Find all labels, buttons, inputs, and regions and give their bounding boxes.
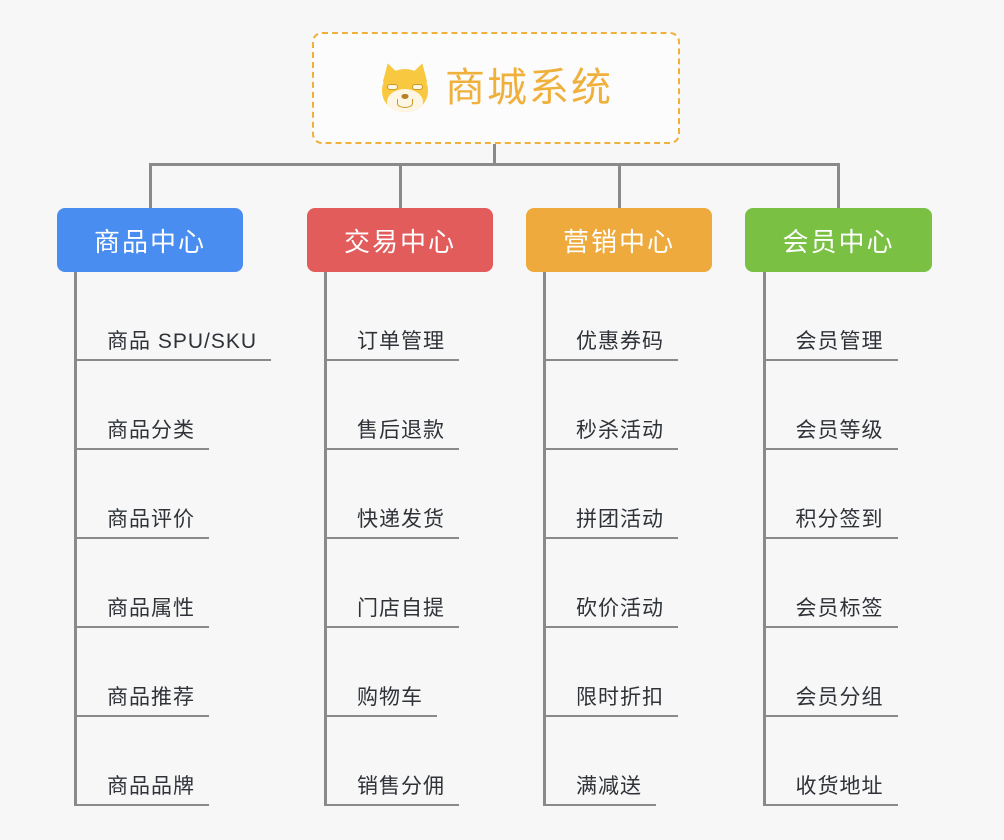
shiba-dog-icon bbox=[378, 60, 432, 113]
shiba-mouth-icon bbox=[397, 99, 413, 108]
leaf-label: 商品 SPU/SKU bbox=[107, 330, 258, 353]
leaf-underline: 门店自提 bbox=[327, 592, 459, 628]
leaf-item[interactable]: 售后退款 bbox=[324, 361, 459, 450]
leaf-label: 会员管理 bbox=[795, 330, 884, 353]
leaf-underline: 售后退款 bbox=[327, 414, 459, 450]
leaf-label: 订单管理 bbox=[357, 330, 445, 353]
leaf-item[interactable]: 拼团活动 bbox=[543, 450, 678, 539]
leaf-label: 购物车 bbox=[357, 686, 423, 709]
leaf-label: 门店自提 bbox=[357, 597, 445, 620]
leaf-item[interactable]: 积分签到 bbox=[762, 450, 898, 539]
leaf-underline: 优惠券码 bbox=[546, 325, 678, 361]
leaf-label: 会员等级 bbox=[795, 419, 884, 442]
category-label: 营销中心 bbox=[562, 226, 675, 257]
shiba-eye-left-icon bbox=[387, 84, 398, 90]
leaf-underline: 积分签到 bbox=[765, 503, 898, 539]
leaf-item[interactable]: 会员标签 bbox=[762, 539, 898, 628]
leaf-item[interactable]: 销售分佣 bbox=[324, 717, 459, 806]
category-box-4[interactable]: 会员中心 bbox=[745, 208, 932, 272]
leaf-item[interactable]: 会员等级 bbox=[762, 361, 898, 450]
shiba-head-icon bbox=[382, 69, 428, 112]
leaf-underline: 会员等级 bbox=[765, 414, 898, 450]
root-node[interactable]: 商城系统 bbox=[312, 32, 680, 144]
leaf-underline: 秒杀活动 bbox=[546, 414, 678, 450]
leaf-label: 优惠券码 bbox=[576, 330, 664, 353]
leaf-label: 积分签到 bbox=[795, 508, 884, 531]
leaf-underline: 拼团活动 bbox=[546, 503, 678, 539]
leaf-label: 限时折扣 bbox=[576, 686, 664, 709]
leaf-item[interactable]: 购物车 bbox=[324, 628, 437, 717]
leaf-item[interactable]: 门店自提 bbox=[324, 539, 459, 628]
leaf-label: 快递发货 bbox=[357, 508, 445, 531]
category-label: 交易中心 bbox=[343, 226, 456, 257]
connector-drop-2 bbox=[398, 163, 402, 208]
leaf-label: 秒杀活动 bbox=[576, 419, 664, 442]
leaf-item[interactable]: 商品分类 bbox=[74, 361, 209, 450]
leaf-item[interactable]: 商品属性 bbox=[74, 539, 209, 628]
leaf-item[interactable]: 秒杀活动 bbox=[543, 361, 678, 450]
category-label: 商品中心 bbox=[93, 226, 206, 257]
leaf-underline: 订单管理 bbox=[327, 325, 459, 361]
leaf-item[interactable]: 商品评价 bbox=[74, 450, 209, 539]
leaf-item[interactable]: 商品推荐 bbox=[74, 628, 209, 717]
shiba-eye-right-icon bbox=[412, 84, 423, 90]
shiba-nose-icon bbox=[401, 94, 409, 99]
leaf-underline: 会员分组 bbox=[765, 681, 898, 717]
leaf-underline: 会员标签 bbox=[765, 592, 898, 628]
leaf-label: 商品评价 bbox=[107, 508, 195, 531]
connector-drop-1 bbox=[148, 163, 152, 208]
leaf-underline: 商品推荐 bbox=[77, 681, 209, 717]
leaf-item[interactable]: 会员管理 bbox=[762, 272, 898, 361]
leaf-column-3: 优惠券码秒杀活动拼团活动砍价活动限时折扣满减送 bbox=[543, 272, 678, 806]
leaf-label: 收货地址 bbox=[795, 775, 884, 798]
root-title: 商城系统 bbox=[445, 66, 613, 110]
leaf-label: 售后退款 bbox=[357, 419, 445, 442]
leaf-underline: 销售分佣 bbox=[327, 770, 459, 806]
leaf-column-4: 会员管理会员等级积分签到会员标签会员分组收货地址 bbox=[762, 272, 898, 806]
leaf-column-1: 商品 SPU/SKU 商品分类商品评价商品属性商品推荐商品品牌 bbox=[74, 272, 272, 806]
leaf-item[interactable]: 满减送 bbox=[543, 717, 656, 806]
leaf-label: 商品属性 bbox=[107, 597, 195, 620]
connector-drop-3 bbox=[617, 163, 621, 208]
leaf-underline: 快递发货 bbox=[327, 503, 459, 539]
connector-horizontal-bar bbox=[149, 163, 840, 166]
leaf-item[interactable]: 订单管理 bbox=[324, 272, 459, 361]
leaf-underline: 商品分类 bbox=[77, 414, 209, 450]
leaf-item[interactable]: 会员分组 bbox=[762, 628, 898, 717]
leaf-underline: 收货地址 bbox=[765, 770, 898, 806]
connector-root-stem bbox=[493, 144, 496, 164]
leaf-label: 销售分佣 bbox=[357, 775, 445, 798]
category-box-2[interactable]: 交易中心 bbox=[307, 208, 493, 272]
leaf-label: 砍价活动 bbox=[576, 597, 664, 620]
leaf-underline: 砍价活动 bbox=[546, 592, 678, 628]
leaf-item[interactable]: 快递发货 bbox=[324, 450, 459, 539]
leaf-item[interactable]: 砍价活动 bbox=[543, 539, 678, 628]
leaf-label: 商品分类 bbox=[107, 419, 195, 442]
leaf-item[interactable]: 优惠券码 bbox=[543, 272, 678, 361]
leaf-underline: 会员管理 bbox=[765, 325, 898, 361]
leaf-label: 商品推荐 bbox=[107, 686, 195, 709]
leaf-underline: 满减送 bbox=[546, 770, 656, 806]
leaf-label: 拼团活动 bbox=[576, 508, 664, 531]
leaf-item[interactable]: 限时折扣 bbox=[543, 628, 678, 717]
leaf-underline: 商品属性 bbox=[77, 592, 209, 628]
leaf-label: 会员分组 bbox=[795, 686, 884, 709]
leaf-column-2: 订单管理售后退款快递发货门店自提购物车销售分佣 bbox=[324, 272, 459, 806]
leaf-item[interactable]: 商品 SPU/SKU bbox=[74, 272, 272, 361]
leaf-label: 满减送 bbox=[576, 775, 642, 798]
leaf-underline: 限时折扣 bbox=[546, 681, 678, 717]
leaf-item[interactable]: 商品品牌 bbox=[74, 717, 209, 806]
category-label: 会员中心 bbox=[782, 226, 895, 257]
category-box-1[interactable]: 商品中心 bbox=[57, 208, 243, 272]
leaf-underline: 商品品牌 bbox=[77, 770, 209, 806]
leaf-label: 商品品牌 bbox=[107, 775, 195, 798]
connector-drop-4 bbox=[837, 163, 840, 208]
leaf-underline: 商品 SPU/SKU bbox=[77, 325, 272, 361]
leaf-underline: 商品评价 bbox=[77, 503, 209, 539]
leaf-underline: 购物车 bbox=[327, 681, 437, 717]
leaf-item[interactable]: 收货地址 bbox=[762, 717, 898, 806]
leaf-label: 会员标签 bbox=[795, 597, 884, 620]
category-box-3[interactable]: 营销中心 bbox=[526, 208, 712, 272]
